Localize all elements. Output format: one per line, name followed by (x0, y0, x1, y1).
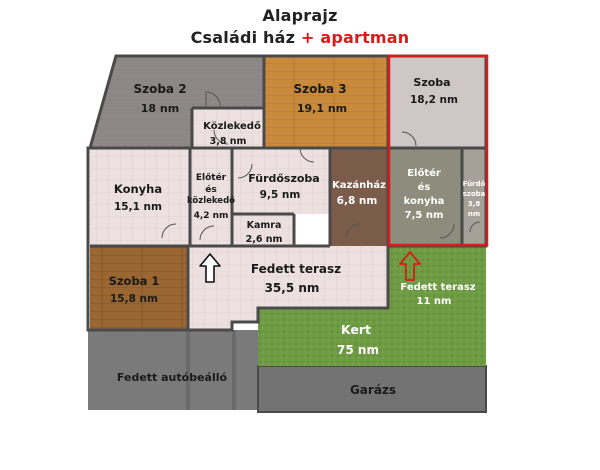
label-eloter-line3: közlekedő (187, 196, 235, 206)
label-fedett-terasz-area: 35,5 nm (265, 281, 320, 295)
room-furdo-small-floor (462, 148, 486, 246)
label-kert-area: 75 nm (337, 343, 379, 357)
label-szoba2-name: Szoba 2 (133, 82, 186, 96)
room-szoba1-floor (90, 246, 188, 330)
terrace-small-floor (388, 246, 486, 308)
label-konyha-name: Konyha (114, 182, 162, 196)
label-eloter-konyha-line3: konyha (404, 196, 445, 207)
label-eloter-konyha-line2: és (418, 181, 431, 193)
label-furdo-small-area: 3,8 (468, 200, 481, 208)
label-konyha-area: 15,1 nm (114, 201, 162, 213)
subtitle-accent: + apartman (300, 28, 410, 47)
label-szoba2-area: 18 nm (141, 102, 179, 115)
label-kert-name: Kert (341, 322, 371, 337)
label-autobeallo-name: Fedett autóbeálló (117, 371, 228, 384)
label-szoba1-area: 15,8 nm (110, 293, 158, 305)
garden-area (258, 308, 486, 366)
terrace-floor (188, 246, 388, 330)
subtitle-main: Családi ház (190, 28, 296, 47)
label-furdoszoba-area: 9,5 nm (260, 189, 301, 201)
label-szoba-area: 18,2 nm (410, 94, 458, 106)
label-kazanhaz-area: 6,8 nm (337, 195, 378, 207)
door-swings (161, 91, 481, 241)
room-konyha-floor (90, 148, 190, 246)
apartment-entrance-arrow-icon (399, 251, 421, 281)
label-szoba1-name: Szoba 1 (109, 274, 160, 288)
label-furdo-small-line1: Fürdő (463, 179, 486, 188)
room-kazanhaz-floor (330, 148, 388, 246)
label-szoba3-name: Szoba 3 (293, 82, 346, 96)
label-eloter-konyha-area: 7,5 nm (405, 210, 444, 221)
label-furdo-small-unit: nm (468, 210, 480, 218)
label-kazanhaz-name: Kazánház (332, 179, 386, 191)
label-kamra-name: Kamra (247, 220, 282, 231)
garage-area (257, 365, 487, 413)
apartment-outline (387, 54, 489, 247)
room-eloter-floor (190, 148, 232, 246)
carport-post-left (186, 330, 190, 410)
room-furdoszoba-floor (232, 148, 330, 214)
label-fedett-terasz-small-area: 11 nm (417, 296, 452, 307)
label-kamra-area: 2,6 nm (246, 234, 283, 245)
room-kamra-floor (232, 214, 294, 246)
label-eloter-line2: és (205, 184, 216, 195)
label-fedett-terasz-name: Fedett terasz (251, 262, 341, 276)
label-eloter-konyha-line1: Előtér (407, 167, 441, 179)
label-eloter-area: 4,2 nm (194, 211, 229, 221)
carport-post-right (232, 330, 236, 410)
carport-area (88, 330, 258, 410)
room-eloter-konyha-floor (388, 148, 462, 246)
room-kozlekedo-floor (192, 108, 264, 148)
label-kozlekedo-area: 3,8 nm (210, 136, 247, 147)
label-szoba3-area: 19,1 nm (297, 102, 347, 115)
label-garazs-name: Garázs (350, 383, 396, 397)
room-szoba2-floor (90, 56, 264, 148)
label-fedett-terasz-small-name: Fedett terasz (400, 282, 475, 293)
label-furdoszoba-name: Fürdőszoba (248, 172, 319, 185)
label-szoba-name: Szoba (413, 76, 450, 89)
entrance-arrow-icon (199, 253, 221, 283)
page-subtitle: Családi ház + apartman (0, 28, 600, 47)
label-kozlekedo-name: Közlekedő (203, 120, 261, 132)
label-eloter-line1: Előtér (196, 172, 227, 183)
label-furdo-small-line2: szoba (463, 190, 486, 198)
page-title: Alaprajz (262, 6, 338, 25)
room-szoba3-floor (264, 56, 388, 148)
